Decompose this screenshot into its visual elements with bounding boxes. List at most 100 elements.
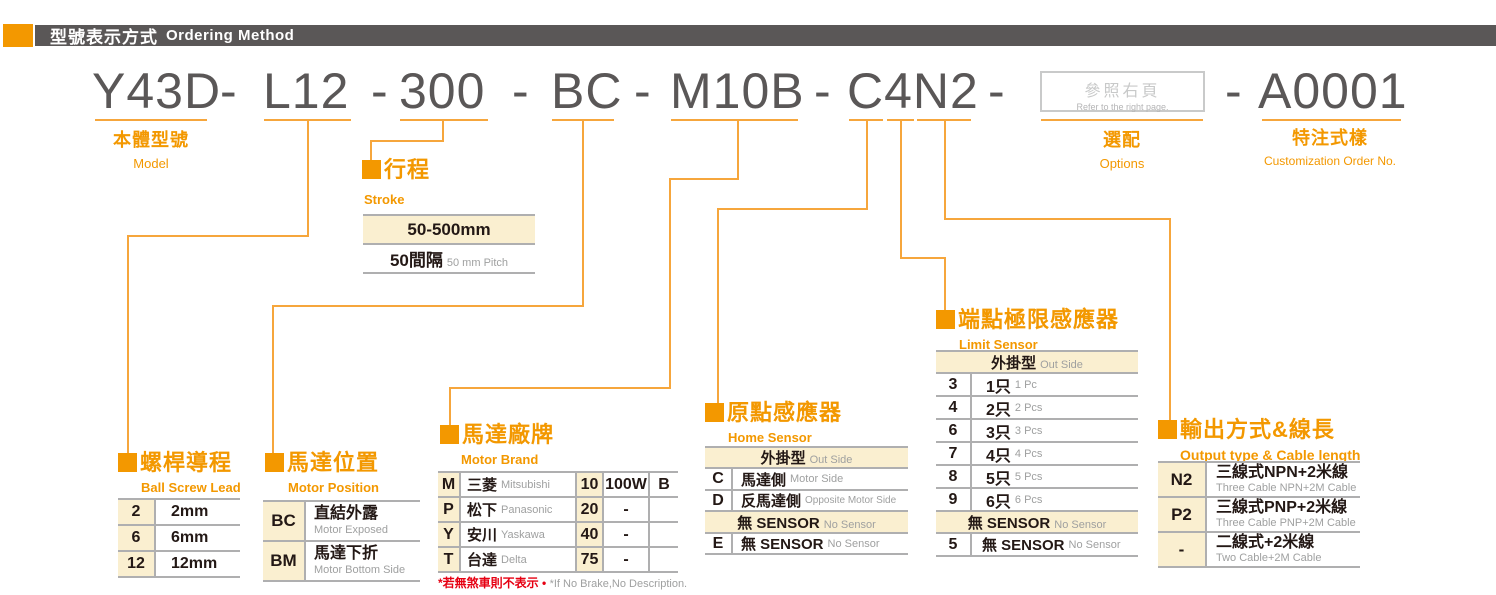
line-segment bbox=[944, 218, 1171, 220]
limit-zh: 2只 bbox=[986, 401, 1011, 419]
model-part-stroke: 300 bbox=[399, 63, 486, 119]
model-part-sensors: C4N2 bbox=[847, 63, 979, 119]
header-en: Out Side bbox=[1040, 358, 1083, 371]
model-part-body: Y43D bbox=[92, 63, 222, 119]
table-row: BC 直結外露 Motor Exposed bbox=[263, 502, 420, 542]
section-title-motor-position: 馬達位置 bbox=[265, 450, 379, 475]
lead-code: 12 bbox=[118, 552, 156, 576]
underline-limit-sensor-code bbox=[887, 119, 914, 121]
table-row: 4 2只 2 Pcs bbox=[936, 397, 1138, 420]
table-row: 7 4只 4 Pcs bbox=[936, 443, 1138, 466]
section-title-zh: 原點感應器 bbox=[727, 400, 843, 425]
table-row: 2 2mm bbox=[118, 500, 240, 526]
sensor-zh: 馬達側 bbox=[741, 471, 787, 489]
sensor-en: Motor Side bbox=[790, 473, 844, 485]
limit-code: 9 bbox=[936, 489, 972, 510]
limit-en: No Sensor bbox=[1068, 538, 1121, 551]
section-title-motor-brand: 馬達廠牌 bbox=[440, 422, 555, 447]
header-accent-square bbox=[3, 24, 33, 47]
sensor-zh: 無 SENSOR bbox=[741, 536, 824, 553]
line-segment bbox=[442, 121, 444, 140]
limit-en: 1 Pc bbox=[1014, 378, 1037, 391]
dash-6: - bbox=[988, 63, 1005, 119]
section-title-zh: 行程 bbox=[384, 157, 431, 182]
position-code: BC bbox=[263, 502, 306, 540]
customization-label: 特注式樣 Customization Order No. bbox=[1230, 124, 1430, 168]
dash-7: - bbox=[1225, 63, 1242, 119]
line-segment bbox=[866, 121, 868, 208]
line-segment bbox=[944, 257, 946, 310]
section-bullet-icon bbox=[362, 160, 381, 179]
sensor-zh: 反馬達側 bbox=[741, 493, 802, 510]
line-segment bbox=[449, 387, 671, 389]
line-segment bbox=[717, 208, 868, 210]
brand-zh: 三菱 bbox=[467, 477, 498, 494]
brand-en: Mitsubishi bbox=[501, 478, 550, 491]
line-segment bbox=[717, 208, 719, 403]
line-segment bbox=[272, 305, 274, 453]
brand-code: P bbox=[438, 498, 461, 521]
dash-4: - bbox=[634, 63, 651, 119]
watt-value: - bbox=[604, 498, 650, 521]
model-part-custom: A0001 bbox=[1258, 63, 1408, 119]
brand-en: Panasonic bbox=[501, 503, 553, 516]
header-bar: 型號表示方式 Ordering Method bbox=[35, 25, 1496, 47]
underline-custom bbox=[1262, 119, 1401, 121]
motor-position-table: BC 直結外露 Motor Exposed BM 馬達下折 Motor Bott… bbox=[263, 500, 420, 582]
stroke-range: 50-500mm bbox=[407, 219, 491, 239]
output-code: - bbox=[1158, 533, 1207, 566]
line-segment bbox=[900, 121, 902, 257]
underline-output-code bbox=[917, 119, 971, 121]
line-segment bbox=[669, 178, 671, 387]
watt-code: 75 bbox=[577, 548, 604, 571]
table-row: D 反馬達側 Opposite Motor Side bbox=[705, 491, 908, 512]
brake-note: *若無煞車則不表示 • *If No Brake,No Description. bbox=[438, 574, 687, 591]
line-segment bbox=[370, 140, 372, 162]
underline-lead bbox=[264, 119, 351, 121]
table-row: P2 三線式PNP+2米線 Three Cable PNP+2M Cable bbox=[1158, 498, 1360, 533]
sensor-code: C bbox=[705, 469, 733, 489]
table-row: 50-500mm bbox=[363, 216, 535, 245]
limit-code: 7 bbox=[936, 443, 972, 464]
line-segment bbox=[307, 121, 309, 235]
section-title-zh: 馬達廠牌 bbox=[462, 422, 555, 447]
output-zh: 三線式NPN+2米線 bbox=[1216, 463, 1349, 481]
position-en: Motor Bottom Side bbox=[314, 563, 406, 576]
dash-2: - bbox=[371, 63, 388, 119]
limit-en: 3 Pcs bbox=[1014, 424, 1043, 437]
section-bullet-icon bbox=[265, 453, 284, 472]
section-title-home-sensor: 原點感應器 bbox=[705, 400, 843, 425]
line-segment bbox=[127, 235, 309, 237]
options-label-en: Options bbox=[1099, 156, 1145, 171]
limit-en: 6 Pcs bbox=[1014, 493, 1043, 506]
watt-code: 10 bbox=[577, 473, 604, 496]
options-box: 參照右頁 Refer to the right page. bbox=[1040, 71, 1205, 112]
model-label: 本體型號 Model bbox=[95, 126, 207, 171]
output-en: Three Cable NPN+2M Cable bbox=[1216, 482, 1357, 495]
line-segment bbox=[737, 121, 739, 178]
limit-zh: 6只 bbox=[986, 493, 1011, 511]
section-title-zh: 輸出方式&線長 bbox=[1180, 417, 1335, 442]
dash-1: - bbox=[220, 63, 237, 119]
limit-code: 8 bbox=[936, 466, 972, 487]
limit-en: 4 Pcs bbox=[1014, 447, 1043, 460]
limit-en: 2 Pcs bbox=[1014, 401, 1043, 414]
underline-home-sensor-code bbox=[849, 119, 883, 121]
limit-code: 6 bbox=[936, 420, 972, 441]
lead-code: 6 bbox=[118, 526, 156, 550]
section-title-output: 輸出方式&線長 bbox=[1158, 417, 1335, 442]
section-title-en: Limit Sensor bbox=[959, 337, 1038, 352]
section-title-stroke: 行程 bbox=[362, 157, 431, 182]
lead-code: 2 bbox=[118, 500, 156, 524]
section-title-en: Output type & Cable length bbox=[1180, 447, 1361, 463]
model-part-lead: L12 bbox=[263, 63, 350, 119]
options-label: 選配 Options bbox=[1042, 126, 1202, 171]
section-title-zh: 端點極限感應器 bbox=[958, 307, 1120, 332]
